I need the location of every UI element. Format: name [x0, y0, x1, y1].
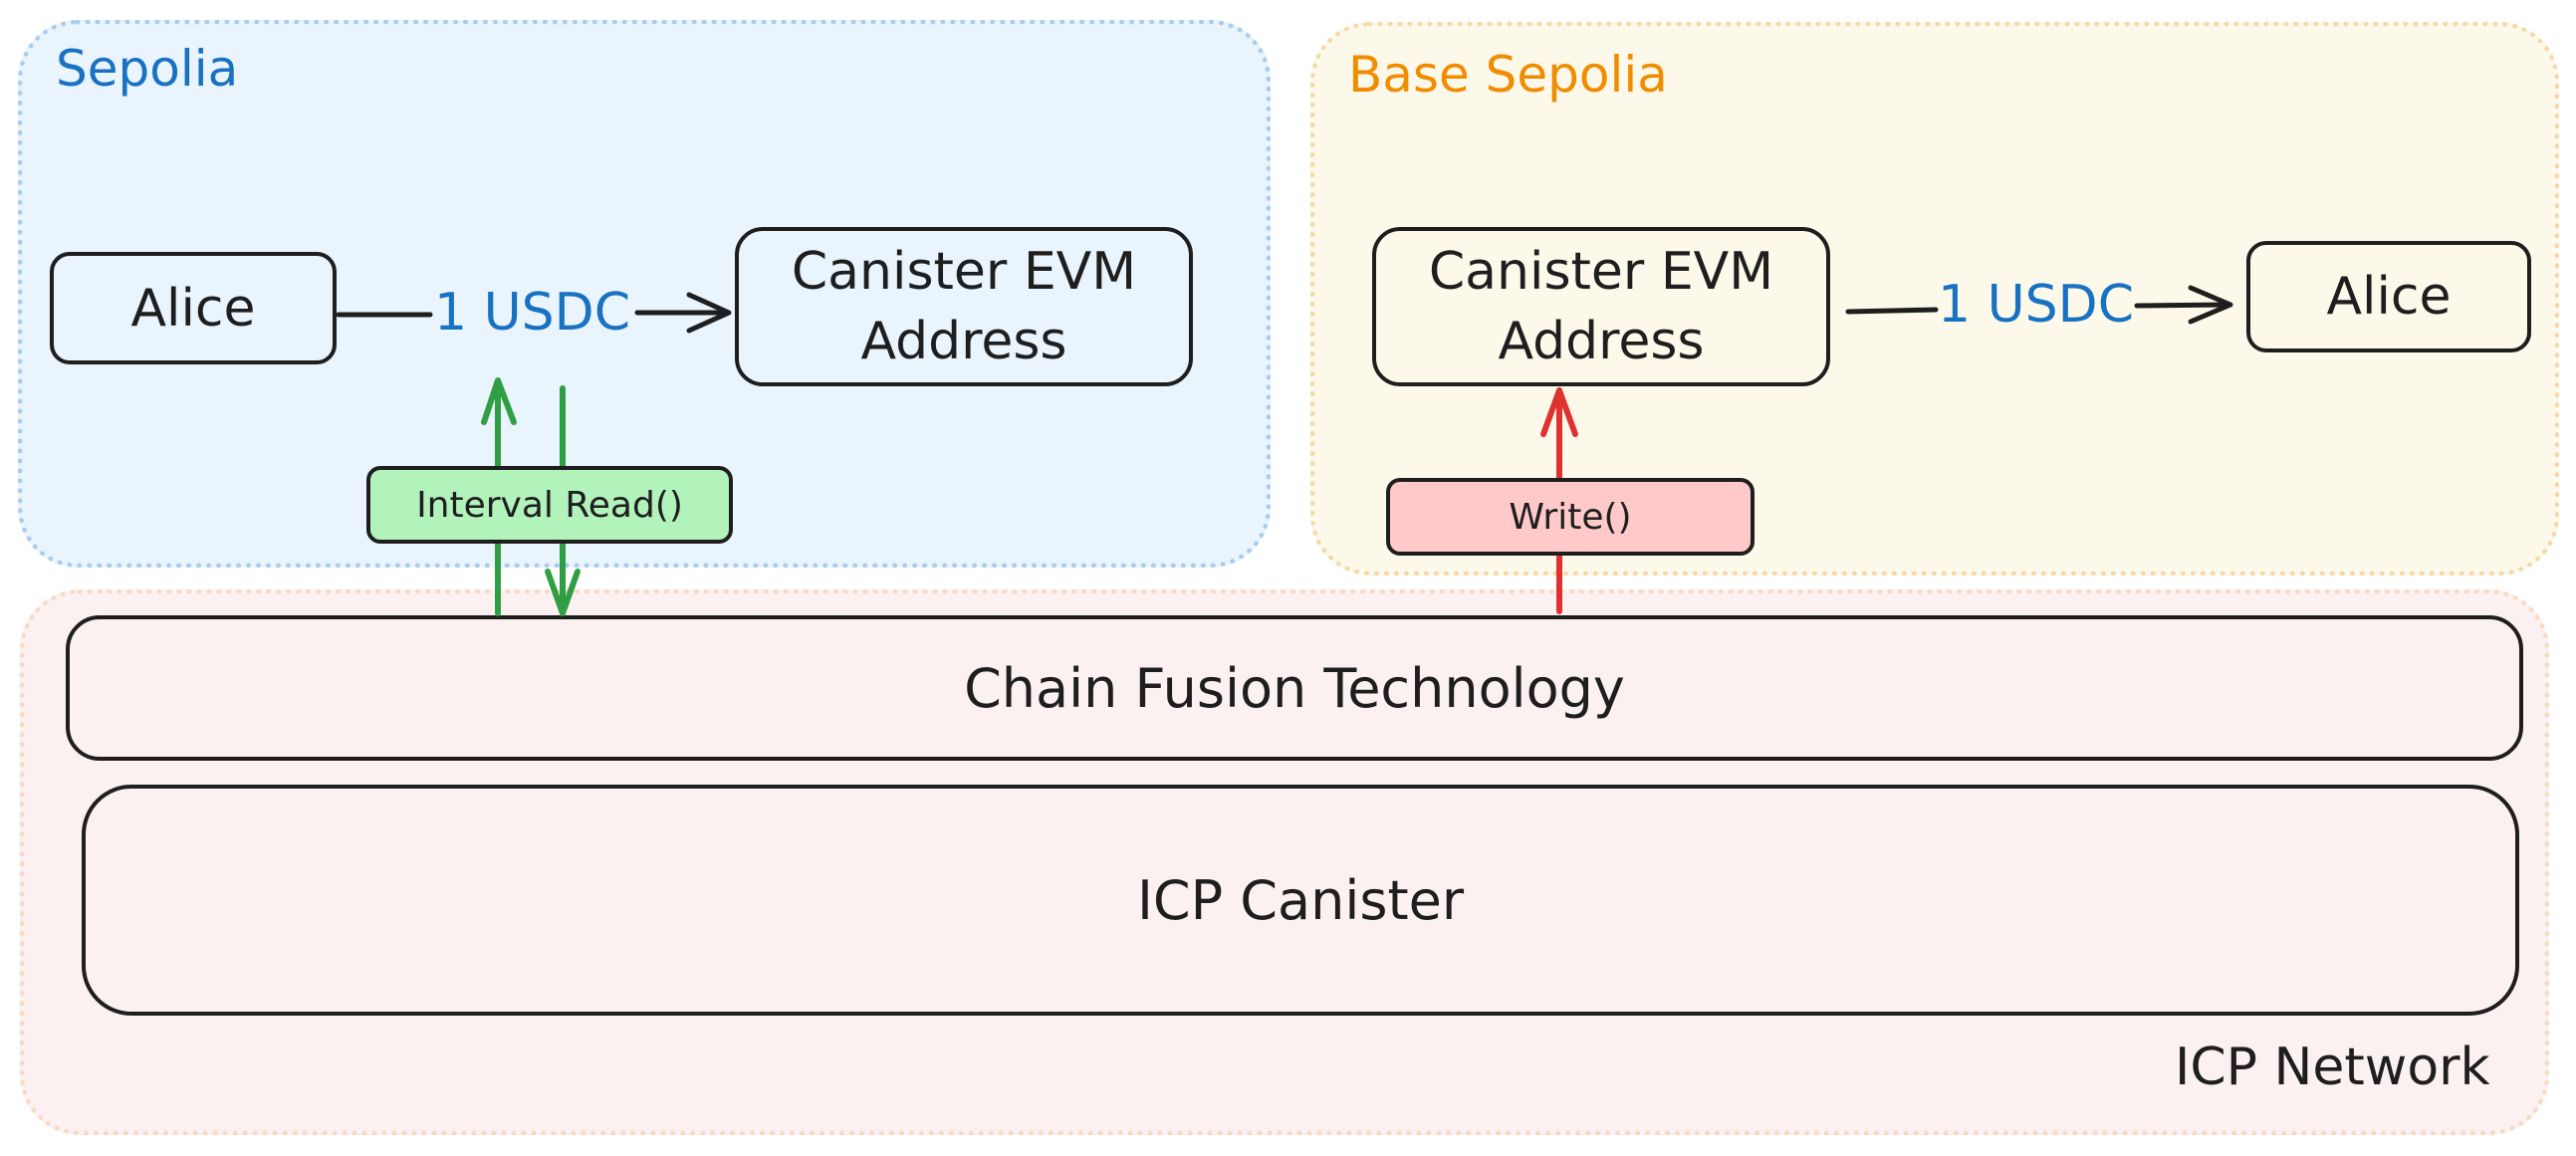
sepolia-transfer-arrowhead [686, 292, 732, 334]
sepolia-alice-box: Alice [50, 252, 337, 364]
base-transfer-arrow [2134, 302, 2229, 309]
base-transfer-line [1845, 307, 1939, 315]
sepolia-canister-evm-address-box: Canister EVM Address [735, 227, 1193, 386]
read-up-arrowhead [481, 377, 517, 425]
icp-network-region-label: ICP Network [2175, 1038, 2490, 1097]
base-amount-label: 1 USDC [1938, 275, 2135, 335]
icp-canister-box: ICP Canister [82, 785, 2519, 1016]
write-button: Write() [1386, 478, 1755, 556]
write-up-arrowhead [1540, 387, 1578, 437]
read-down-arrowhead [545, 569, 581, 616]
base-canister-evm-address-box: Canister EVM Address [1372, 227, 1830, 386]
chain-fusion-technology-box: Chain Fusion Technology [66, 615, 2523, 761]
interval-read-button: Interval Read() [366, 466, 733, 544]
base-sepolia-region-label: Base Sepolia [1348, 46, 1668, 104]
base-transfer-arrowhead [2188, 285, 2233, 325]
sepolia-region-label: Sepolia [56, 40, 239, 98]
sepolia-amount-label: 1 USDC [434, 283, 631, 343]
base-alice-box: Alice [2246, 241, 2531, 352]
